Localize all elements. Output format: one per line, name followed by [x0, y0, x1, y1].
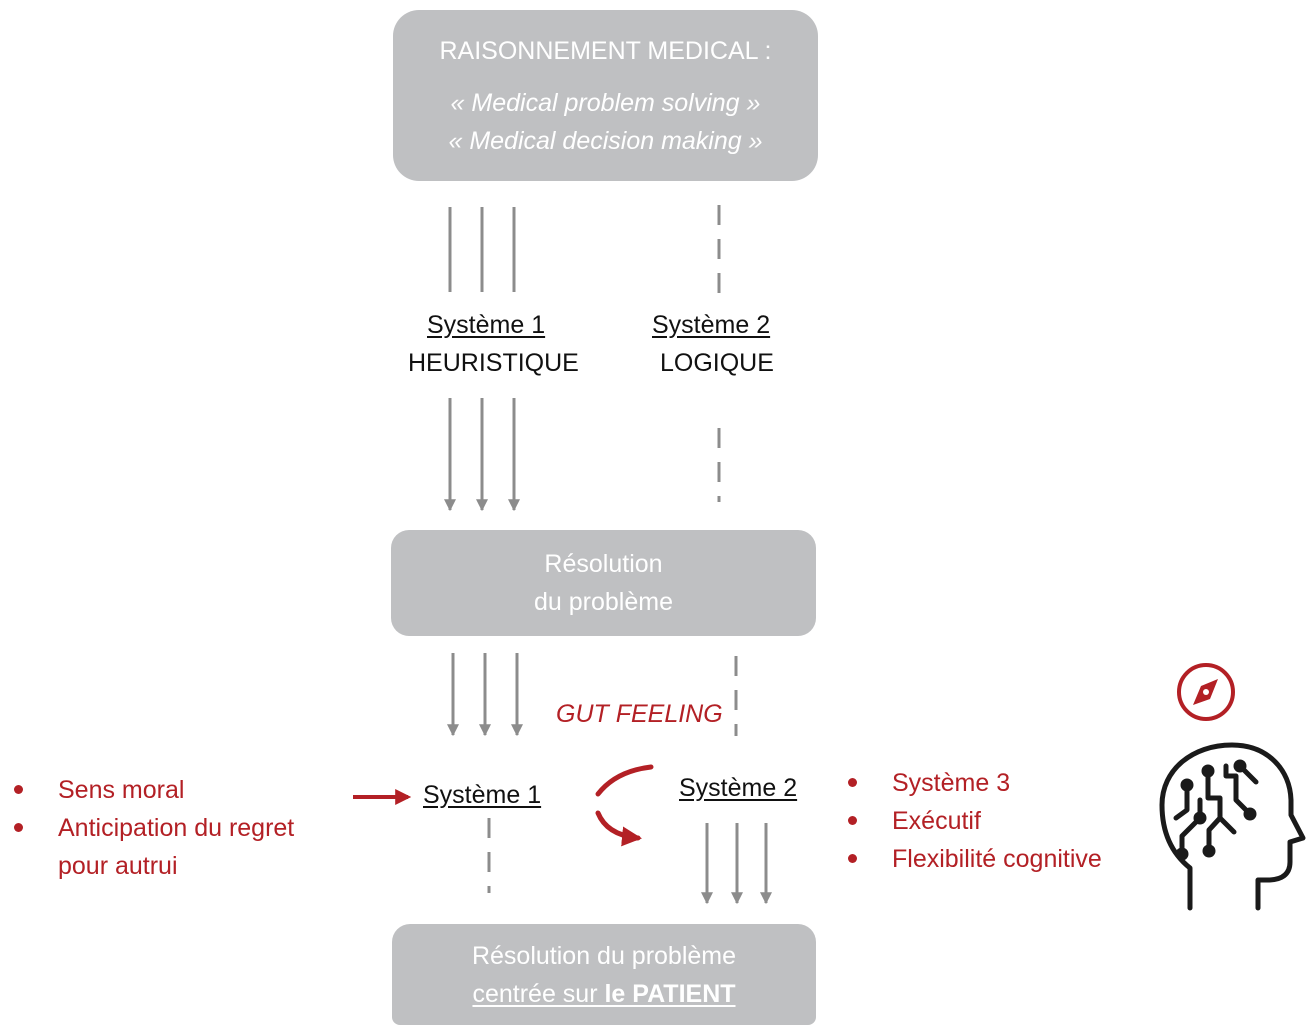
patient-resolution-line2: centrée sur le PATIENT	[392, 975, 816, 1013]
decision-making-line: « Medical decision making »	[448, 126, 763, 155]
resolution-line1: Résolution	[544, 550, 663, 578]
brain-circuit-icon	[1159, 742, 1306, 911]
bullet-regret-continuation: pour autrui	[58, 852, 178, 880]
system2-type-logic: LOGIQUE	[660, 349, 774, 377]
medical-reasoning-box: RAISONNEMENT MEDICAL : « Medical problem…	[393, 10, 818, 181]
red-curve-upper	[595, 764, 654, 797]
patient-emphasis: le PATIENT	[604, 979, 736, 1008]
problem-resolution-box: Résolution du problème	[391, 530, 816, 636]
patient-resolution-prefix: centrée sur	[472, 979, 605, 1008]
system2-label-top: Système 2	[652, 311, 771, 339]
right-bullet-list: Système 3 Exécutif Flexibilité cognitive	[844, 764, 1102, 878]
resolution-line2: du problème	[534, 588, 673, 616]
medical-reasoning-title: RAISONNEMENT MEDICAL :	[439, 36, 772, 65]
problem-solving-line: « Medical problem solving »	[450, 88, 761, 117]
system1-label-bottom: Système 1	[423, 781, 542, 809]
bullet-system3: Système 3	[844, 764, 1102, 802]
red-curve-arrow	[595, 810, 642, 847]
bullet-cognitive-flexibility: Flexibilité cognitive	[844, 840, 1102, 878]
left-bullet-list: Sens moral Anticipation du regret pour a…	[10, 771, 294, 885]
system2-label-bottom: Système 2	[679, 774, 798, 802]
compass-icon	[1177, 663, 1235, 721]
bullet-moral-sense: Sens moral	[10, 771, 294, 809]
patient-resolution-line1: Résolution du problème	[471, 941, 737, 970]
patient-centered-resolution-box: Résolution du problème centrée sur le PA…	[392, 924, 816, 1025]
bullet-executive: Exécutif	[844, 802, 1102, 840]
gut-feeling-label: GUT FEELING	[556, 700, 723, 728]
bullet-regret-anticipation: Anticipation du regret	[10, 809, 294, 847]
system1-label-top: Système 1	[427, 311, 546, 339]
system1-type-heuristic: HEURISTIQUE	[408, 349, 579, 377]
